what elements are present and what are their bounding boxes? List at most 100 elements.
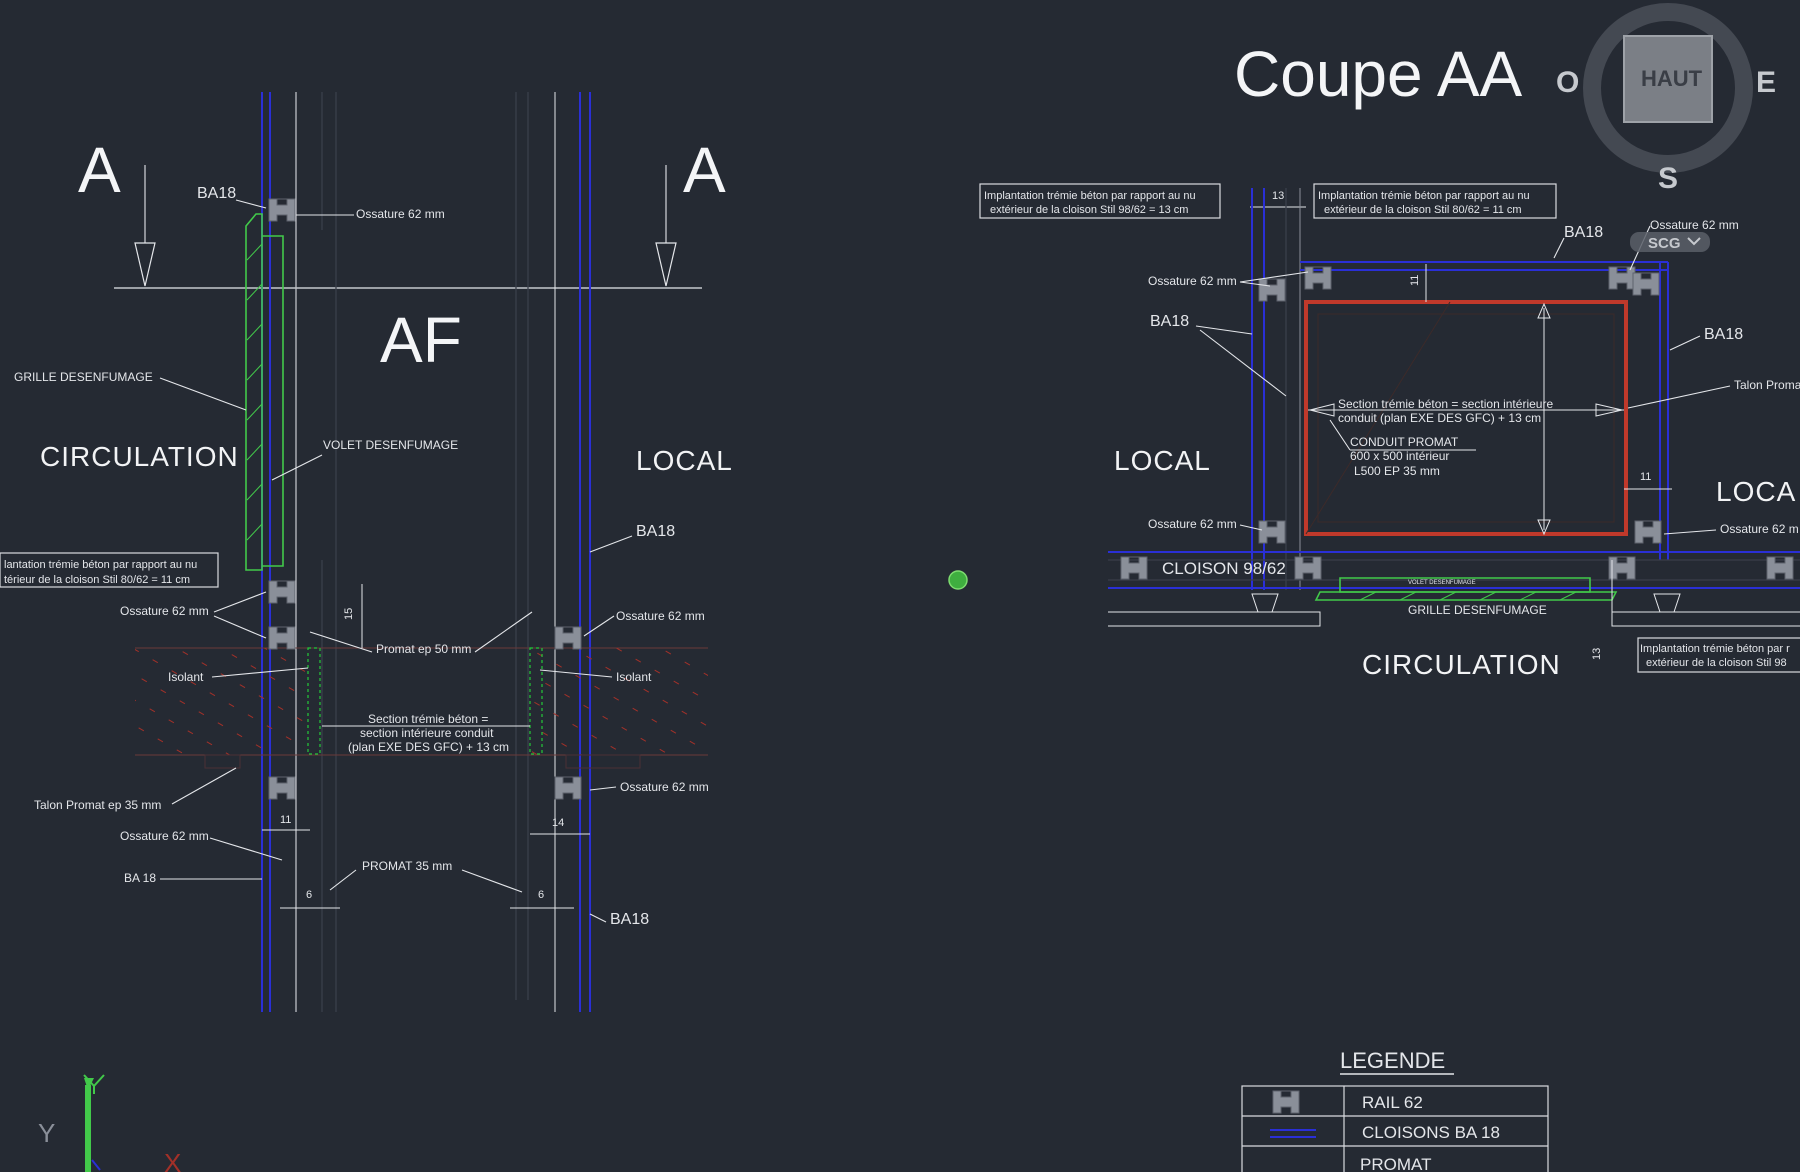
label-local-right-r: LOCA (1716, 476, 1796, 507)
legend-rail-icon (1272, 1090, 1300, 1114)
left-wall (261, 92, 337, 1012)
legend: LEGENDE RAIL 62 CLOISONS BA 18 PROMAT (1241, 1048, 1549, 1172)
label-ossature-low-right: Ossature 62 mm (620, 780, 709, 794)
label-circulation-r: CIRCULATION (1362, 649, 1561, 680)
rail-left-1 (268, 580, 296, 604)
rail-r5 (1258, 520, 1286, 544)
ucs-dropdown-label[interactable]: SCG (1648, 235, 1681, 252)
label-ba18-bottom: BA18 (610, 911, 649, 928)
rail-right-1 (554, 626, 582, 650)
section-r-line2: conduit (plan EXE DES GFC) + 13 cm (1338, 411, 1541, 425)
label-isolant-right: Isolant (616, 670, 652, 684)
right-section: Coupe AA Implantation trémie béton par r… (979, 38, 1800, 680)
implantation-line1: lantation trémie béton par rapport au nu (4, 559, 197, 571)
section-marker-left: A (78, 134, 121, 206)
label-ossature-low-left-r: Ossature 62 mm (1148, 517, 1237, 531)
label-volet: VOLET DESENFUMAGE (323, 438, 458, 452)
label-talon-r: Talon Proma (1734, 378, 1800, 392)
label-local-left-r: LOCAL (1114, 445, 1211, 476)
label-ba18-right-r: BA18 (1704, 326, 1743, 343)
section-r-line1: Section trémie béton = section intérieur… (1338, 397, 1553, 411)
section-text-1: Section trémie béton = (368, 712, 488, 726)
impl-left-line2: extérieur de la cloison Stil 98/62 = 13 … (990, 204, 1188, 216)
af-label: AF (380, 304, 462, 376)
label-ossature-low-right-r: Ossature 62 m (1720, 522, 1799, 536)
conduit-line2: 600 x 500 intérieur (1350, 449, 1449, 463)
dim-11-right: 11 (1640, 471, 1651, 483)
coupe-title: Coupe AA (1234, 38, 1523, 110)
impl-right-line1: Implantation trémie béton par rapport au… (1318, 190, 1530, 202)
implantation-box-left (0, 552, 219, 588)
viewcube-face[interactable] (1623, 35, 1713, 123)
dim-11-top: 11 (1409, 275, 1421, 286)
ucs-x-label: X (164, 1148, 181, 1172)
section-arrow-left (134, 242, 156, 287)
dim-13-top: 13 (1272, 190, 1284, 202)
label-ba18-top: BA18 (197, 185, 236, 202)
rail-r1 (1258, 278, 1286, 302)
conduit-line1: CONDUIT PROMAT (1350, 435, 1459, 449)
right-wall (515, 92, 591, 1012)
ucs-y-label: Y (38, 1118, 55, 1148)
implantation-line2: térieur de la cloison Stil 80/62 = 11 cm (4, 574, 190, 586)
label-ba18-top-r: BA18 (1564, 224, 1603, 241)
dim-15: 15 (343, 608, 355, 620)
rail-right-low (554, 776, 582, 800)
label-ossature-right: Ossature 62 mm (616, 609, 705, 623)
dim-6-left: 6 (306, 889, 312, 901)
legend-row-rail: RAIL 62 (1362, 1093, 1423, 1112)
impl-left-line1: Implantation trémie béton par rapport au… (984, 190, 1196, 202)
conduit-line3: L500 EP 35 mm (1354, 464, 1440, 478)
rail-r4 (1632, 272, 1660, 296)
dim-11: 11 (280, 814, 291, 826)
label-isolant-left: Isolant (168, 670, 204, 684)
section-arrow-right (655, 242, 677, 287)
label-local-left: LOCAL (636, 445, 733, 476)
rail-left-2 (268, 626, 296, 650)
label-ossature-top-left: Ossature 62 mm (1148, 274, 1237, 288)
label-ossature-left: Ossature 62 mm (120, 604, 209, 618)
label-talon: Talon Promat ep 35 mm (34, 798, 161, 812)
section-text-2: section intérieure conduit (360, 726, 494, 740)
volet-grille (245, 213, 284, 571)
rail-left-low (268, 776, 296, 800)
label-ba18-left-r: BA18 (1150, 313, 1189, 330)
dim-14: 14 (552, 817, 564, 829)
dim-13-low: 13 (1591, 648, 1603, 660)
legend-row-promat: PROMAT (1360, 1155, 1431, 1172)
rail-r6 (1634, 520, 1662, 544)
legend-row-cloisons: CLOISONS BA 18 (1362, 1123, 1500, 1142)
section-text-3: (plan EXE DES GFC) + 13 cm (348, 740, 509, 754)
concrete-slab (135, 647, 708, 769)
viewcube-south[interactable]: S (1658, 162, 1678, 195)
viewcube-east[interactable]: E (1756, 66, 1776, 99)
label-grille: GRILLE DESENFUMAGE (14, 370, 153, 384)
viewcube-face-label[interactable]: HAUT (1641, 66, 1703, 91)
ucs-icon: Y X (38, 1074, 181, 1172)
label-grille-r: GRILLE DESENFUMAGE (1408, 603, 1547, 617)
impl-box-low-right (1637, 637, 1800, 673)
label-promat35: PROMAT 35 mm (362, 859, 452, 873)
label-circulation-left: CIRCULATION (40, 441, 239, 472)
duct-walls (1108, 188, 1800, 590)
viewcube-west[interactable]: O (1556, 66, 1579, 99)
label-ossature-top-right: Ossature 62 mm (1650, 218, 1739, 232)
impl-box-top-right (1313, 183, 1557, 219)
dim-6-right: 6 (538, 889, 544, 901)
promat-board-right (529, 647, 543, 755)
impl-low-line1: Implantation trémie béton par r (1640, 643, 1790, 655)
impl-low-line2: extérieur de la cloison Stil 98 (1646, 657, 1787, 669)
impl-box-top-left (979, 183, 1221, 219)
label-ba18-right: BA18 (636, 523, 675, 540)
chevron-down-icon (1687, 237, 1701, 246)
label-ossature-low-left: Ossature 62 mm (120, 829, 209, 843)
label-promat50: Promat ep 50 mm (376, 642, 471, 656)
ucs-dropdown[interactable]: SCG (1630, 232, 1710, 252)
label-ossature-top: Ossature 62 mm (356, 207, 445, 221)
rail-top (268, 198, 296, 222)
viewcube[interactable]: HAUT O E S SCG (1556, 3, 1776, 252)
volet-small-label: VOLET DESENFUMAGE (1408, 580, 1476, 586)
promat-board-left (307, 647, 321, 755)
legend-title: LEGENDE (1340, 1048, 1445, 1073)
snap-point[interactable] (948, 570, 968, 590)
